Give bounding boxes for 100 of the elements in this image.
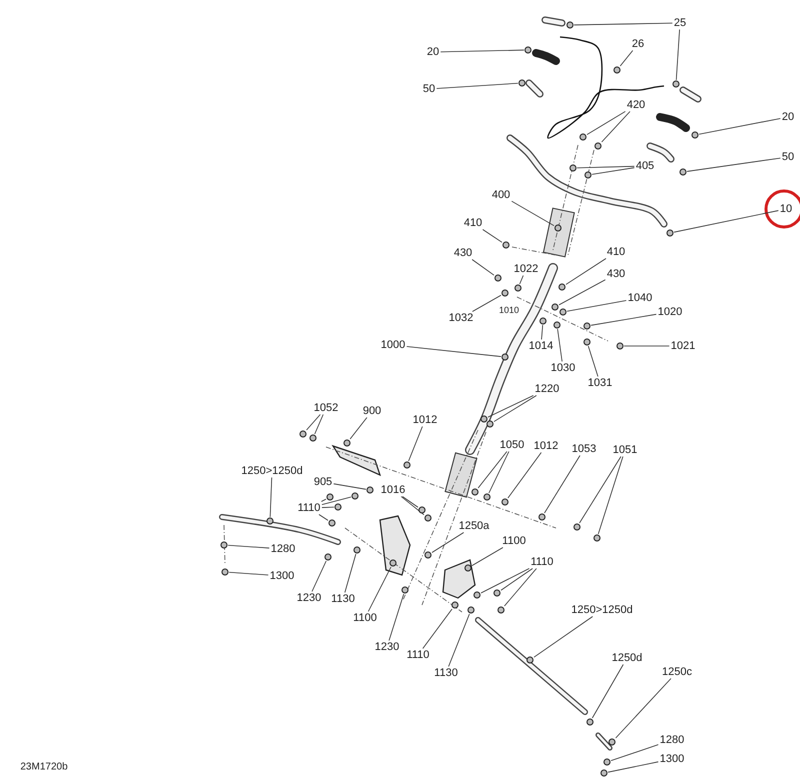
- part-marker: [566, 22, 574, 28]
- part-marker: [468, 606, 474, 614]
- leader-line: [472, 294, 502, 312]
- part-marker: [692, 132, 698, 138]
- callout-number: 430: [606, 268, 626, 280]
- callout-number: 1250d: [610, 652, 644, 664]
- leader-line: [615, 678, 672, 738]
- part-marker: [524, 46, 532, 54]
- leader-line: [368, 566, 392, 612]
- part-marker: [584, 172, 592, 178]
- leader-line: [350, 417, 368, 440]
- callout-number: 1030: [550, 362, 576, 374]
- callout-number: 1220: [534, 383, 560, 395]
- leader-line: [588, 346, 598, 377]
- part-marker: [328, 520, 336, 526]
- leader-line: [676, 29, 680, 80]
- part-marker: [604, 758, 610, 766]
- part-marker: [672, 80, 680, 88]
- drawing-number: 23M1720b: [20, 762, 68, 772]
- callout-number: 1040: [626, 292, 654, 304]
- callout-number: 1012: [412, 414, 438, 426]
- leader-line: [592, 664, 624, 718]
- callout-number: 1100: [352, 612, 378, 624]
- callout-number: 26: [630, 38, 646, 50]
- callout-number: 1130: [330, 593, 356, 605]
- part-marker: [540, 318, 546, 324]
- leader-line: [422, 608, 452, 649]
- part-marker: [538, 514, 546, 520]
- leader-line: [698, 118, 781, 135]
- part-marker: [586, 718, 594, 726]
- part-marker: [594, 534, 600, 542]
- callout-number: 1022: [512, 263, 540, 275]
- callout-number: 1280: [270, 543, 296, 555]
- part-marker: [300, 430, 306, 438]
- leader-line: [590, 314, 657, 326]
- callout-number: 1280: [658, 734, 686, 746]
- part-marker: [494, 274, 502, 282]
- part-marker: [424, 552, 432, 558]
- leader-line: [557, 328, 562, 362]
- part-marker: [472, 488, 478, 496]
- part-marker: [480, 416, 488, 422]
- part-marker: [424, 514, 432, 522]
- leader-line: [472, 259, 494, 276]
- callout-number: 1110: [296, 502, 322, 514]
- callout-number: 1053: [570, 443, 598, 455]
- callout-number: 1050: [498, 439, 526, 451]
- callout-number: 410: [462, 217, 484, 229]
- leader-line: [574, 22, 673, 26]
- part-marker: [552, 304, 558, 310]
- callout-number: 50: [780, 151, 796, 163]
- part-marker: [334, 504, 342, 510]
- leader-line: [322, 496, 352, 506]
- part-marker: [608, 738, 616, 746]
- callout-number: 20: [426, 46, 440, 58]
- part-marker: [616, 342, 624, 350]
- part-marker: [502, 290, 508, 296]
- part-marker: [526, 656, 534, 664]
- part-marker: [402, 586, 408, 594]
- callout-number: 410: [606, 246, 626, 258]
- leader-line: [519, 275, 524, 284]
- part-marker: [220, 542, 228, 548]
- leader-line: [432, 532, 464, 553]
- part-marker: [354, 546, 360, 554]
- leader-line: [488, 451, 510, 494]
- callout-number: 1250c: [661, 666, 693, 678]
- part-marker: [600, 770, 608, 776]
- part-marker: [574, 524, 580, 530]
- callout-number: 1032: [448, 312, 474, 324]
- part-marker: [554, 322, 560, 328]
- leader-line: [504, 568, 537, 606]
- part-marker: [324, 554, 332, 560]
- leader-line: [408, 426, 423, 462]
- leader-line: [406, 346, 502, 357]
- callout-number: 1300: [658, 753, 686, 765]
- leader-line: [598, 456, 624, 534]
- callout-number: 400: [490, 189, 512, 201]
- callout-number: 430: [452, 247, 474, 259]
- part-marker: [404, 462, 410, 468]
- callout-number: 10: [778, 203, 794, 215]
- callout-number: 25: [672, 17, 688, 29]
- part-marker: [474, 592, 480, 598]
- leader-line: [344, 554, 356, 593]
- part-marker: [366, 486, 374, 494]
- leader-line: [402, 496, 418, 508]
- callout-number: 900: [362, 405, 382, 417]
- leader-line: [586, 111, 626, 135]
- part-marker: [580, 134, 586, 140]
- callout-number: 1250a: [458, 520, 490, 532]
- part-marker: [570, 164, 576, 172]
- leader-line: [494, 395, 537, 422]
- part-marker: [584, 338, 590, 346]
- part-marker: [614, 66, 620, 74]
- part-marker: [502, 242, 510, 248]
- callout-number: 420: [626, 99, 646, 111]
- leader-line: [608, 761, 659, 773]
- part-marker: [326, 494, 334, 500]
- part-marker: [344, 440, 350, 446]
- leader-line: [321, 498, 326, 502]
- leader-line: [620, 50, 634, 66]
- leader-line: [318, 514, 328, 521]
